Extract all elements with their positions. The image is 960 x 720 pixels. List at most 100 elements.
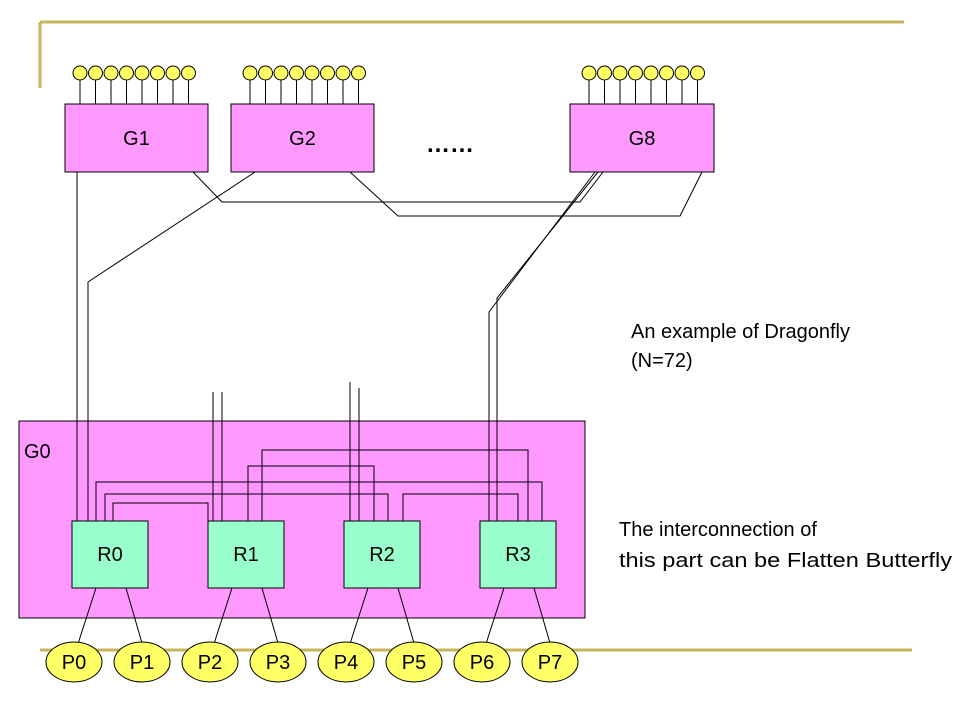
wire-g8-r3-b <box>488 171 596 521</box>
group-g2-box <box>230 103 375 173</box>
dragonfly-note-line1: An example of Dragonfly <box>631 321 850 343</box>
terminal-p4-shape <box>317 641 375 683</box>
g8-port-dot <box>690 65 705 81</box>
terminal-p2-label: P2 <box>198 652 222 674</box>
terminal-p6: P6 <box>453 641 511 683</box>
g1-port-dot <box>103 65 119 81</box>
wire-g8-r3 <box>496 171 599 521</box>
link-r0-r2 <box>104 493 389 521</box>
g2-port-dot <box>273 65 289 81</box>
router-r2: R2 <box>343 520 421 589</box>
wire-g1-g8 <box>192 171 604 203</box>
g2-port-dot <box>335 65 351 81</box>
g8-port-dot <box>612 65 628 81</box>
g2-port-dot <box>289 65 304 81</box>
link-r2-r3 <box>402 493 519 521</box>
terminal-p3-label: P3 <box>266 652 290 674</box>
groups-ellipsis: …… <box>426 131 474 158</box>
dragonfly-note-line2: (N=72) <box>631 350 693 372</box>
g1-port-dot <box>150 65 165 81</box>
g2-port-dot <box>320 65 335 81</box>
group-g2-label: G2 <box>289 128 316 150</box>
g1-port-dot <box>134 65 150 81</box>
wires <box>75 171 703 651</box>
g8-port-dot <box>597 65 612 81</box>
g2-port-dot <box>304 65 320 81</box>
terminal-p2-shape <box>181 641 239 683</box>
g8-port-dot <box>674 65 690 81</box>
g1-port-dot <box>119 65 134 81</box>
terminal-p1-label: P1 <box>130 652 154 674</box>
terminal-p0-label: P0 <box>62 652 86 674</box>
group-g1: G1 <box>64 103 209 173</box>
g1-port-dot <box>165 65 181 81</box>
terminal-p7: P7 <box>521 641 579 683</box>
terminal-p5-shape <box>385 641 443 683</box>
g8-port-dot <box>581 65 597 81</box>
g2-port-dot <box>242 65 258 81</box>
router-r1-box <box>207 520 285 589</box>
terminal-p0: P0 <box>45 641 103 683</box>
group-g1-box <box>64 103 209 173</box>
terminal-p3-shape <box>249 641 307 683</box>
link-r0-r3 <box>95 481 543 521</box>
terminal-p7-shape <box>521 641 579 683</box>
link-r3-p7 <box>533 587 553 651</box>
terminal-p7-label: P7 <box>538 652 562 674</box>
router-r3-box <box>479 520 557 589</box>
terminal-p5: P5 <box>385 641 443 683</box>
link-r0-p0 <box>75 587 97 651</box>
g2-port-dot <box>351 65 366 81</box>
g1-port-dot <box>181 65 196 81</box>
terminal-p0-shape <box>45 641 103 683</box>
router-r3-label: R3 <box>505 544 531 566</box>
link-r2-p4 <box>347 587 369 651</box>
wire-g2-r0 <box>87 171 256 521</box>
interconnect-note-line2: this part can be Flatten Butterfly <box>619 550 952 572</box>
terminal-p1-shape <box>113 641 171 683</box>
terminal-p2: P2 <box>181 641 239 683</box>
terminal-p5-label: P5 <box>402 652 426 674</box>
router-r0-box <box>71 520 149 589</box>
link-r3-p6 <box>483 587 505 651</box>
interconnect-note: The interconnection of this part can be … <box>619 519 952 572</box>
router-r1: R1 <box>207 520 285 589</box>
link-r1-p3 <box>261 587 281 651</box>
terminal-p1: P1 <box>113 641 171 683</box>
wire-g2-g8 <box>349 171 703 217</box>
g8-port-dot <box>628 65 643 81</box>
router-r1-label: R1 <box>233 544 259 566</box>
dragonfly-note: An example of Dragonfly (N=72) <box>631 321 850 372</box>
link-r0-r1 <box>112 502 209 521</box>
g2-port-dot <box>258 65 273 81</box>
link-r2-p5 <box>397 587 417 651</box>
router-r0: R0 <box>71 520 149 589</box>
group-g1-label: G1 <box>123 128 150 150</box>
terminal-p4: P4 <box>317 641 375 683</box>
link-r1-r3 <box>261 449 529 521</box>
router-r2-label: R2 <box>369 544 395 566</box>
terminal-p6-label: P6 <box>470 652 494 674</box>
group-g8: G8 <box>569 103 715 173</box>
interconnect-note-line1: The interconnection of <box>619 519 817 541</box>
group-g0-label: G0 <box>24 441 51 463</box>
link-r1-r2 <box>247 465 375 521</box>
terminals: P0 P1 P2 P3 P4 P5 P6 P7 <box>45 641 579 683</box>
link-r1-p2 <box>211 587 233 651</box>
router-r3: R3 <box>479 520 557 589</box>
link-r0-p1 <box>125 587 145 651</box>
router-r0-label: R0 <box>97 544 123 566</box>
port-dots <box>72 65 705 104</box>
group-g2: G2 <box>230 103 375 173</box>
terminal-p6-shape <box>453 641 511 683</box>
terminal-p3: P3 <box>249 641 307 683</box>
g1-port-dot <box>72 65 88 81</box>
g1-port-dot <box>88 65 103 81</box>
g8-port-dot <box>659 65 674 81</box>
group-g8-label: G8 <box>629 128 656 150</box>
router-r2-box <box>343 520 421 589</box>
g8-port-dot <box>643 65 659 81</box>
group-g8-box <box>569 103 715 173</box>
terminal-p4-label: P4 <box>334 652 358 674</box>
